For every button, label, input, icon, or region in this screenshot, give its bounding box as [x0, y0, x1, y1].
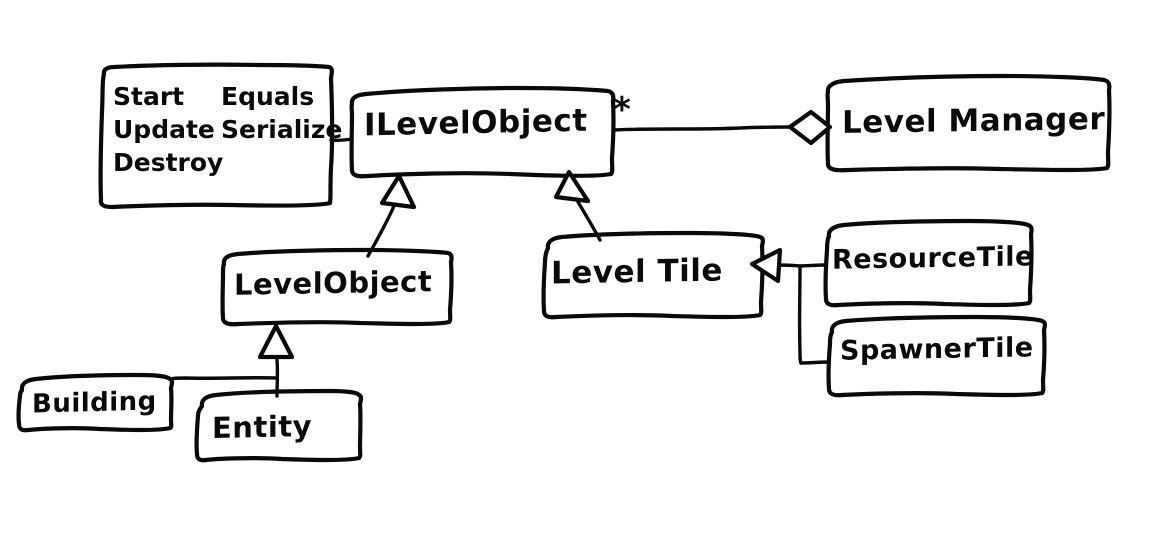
ilevelobject-box[interactable]	[349, 85, 616, 179]
methods-list: Start Equals Update Serialize Destroy	[113, 82, 342, 177]
multiplicity-star-label: *	[613, 90, 632, 130]
entity-box[interactable]	[194, 388, 364, 463]
resourcetile-box[interactable]	[823, 218, 1034, 308]
method-serialize: Serialize	[221, 115, 343, 144]
generalization-arrow-icon	[257, 323, 295, 360]
edge-levelobject-to-ilevelobject	[366, 173, 417, 258]
aggregation-diamond-icon	[787, 109, 833, 146]
edge-ilevelobject-to-levelmanager	[612, 109, 833, 146]
levelmanager-box[interactable]	[825, 73, 1112, 173]
node-label-resourcetile: ResourceTile	[832, 241, 1034, 276]
edge-methods-to-ilevelobject	[329, 137, 354, 143]
method-destroy: Destroy	[113, 148, 224, 177]
method-empty	[221, 148, 342, 177]
edge-tiles-to-leveltile	[749, 247, 831, 365]
method-start: Start	[113, 82, 185, 111]
node-label-leveltile: Level Tile	[551, 252, 723, 292]
leveltile-box[interactable]	[541, 230, 765, 320]
edge-entity-building-to-levelobject	[169, 323, 295, 398]
node-label-levelmanager: Level Manager	[842, 101, 1106, 141]
generalization-arrow-icon	[379, 173, 417, 210]
levelobject-box[interactable]	[220, 247, 454, 327]
spawnertile-box[interactable]	[826, 314, 1047, 398]
generalization-arrow-icon	[749, 247, 783, 284]
generalization-arrow-icon	[553, 169, 591, 204]
node-label-building: Building	[32, 386, 157, 420]
method-update: Update	[113, 115, 215, 144]
edge-leveltile-to-ilevelobject	[553, 169, 602, 242]
node-label-entity: Entity	[212, 408, 313, 446]
node-label-spawnertile: SpawnerTile	[840, 332, 1034, 367]
node-label-levelobject: LevelObject	[234, 264, 433, 302]
methods-box[interactable]	[98, 62, 335, 210]
method-equals: Equals	[221, 82, 315, 111]
node-label-ilevelobject: ILevelObject	[364, 102, 588, 144]
